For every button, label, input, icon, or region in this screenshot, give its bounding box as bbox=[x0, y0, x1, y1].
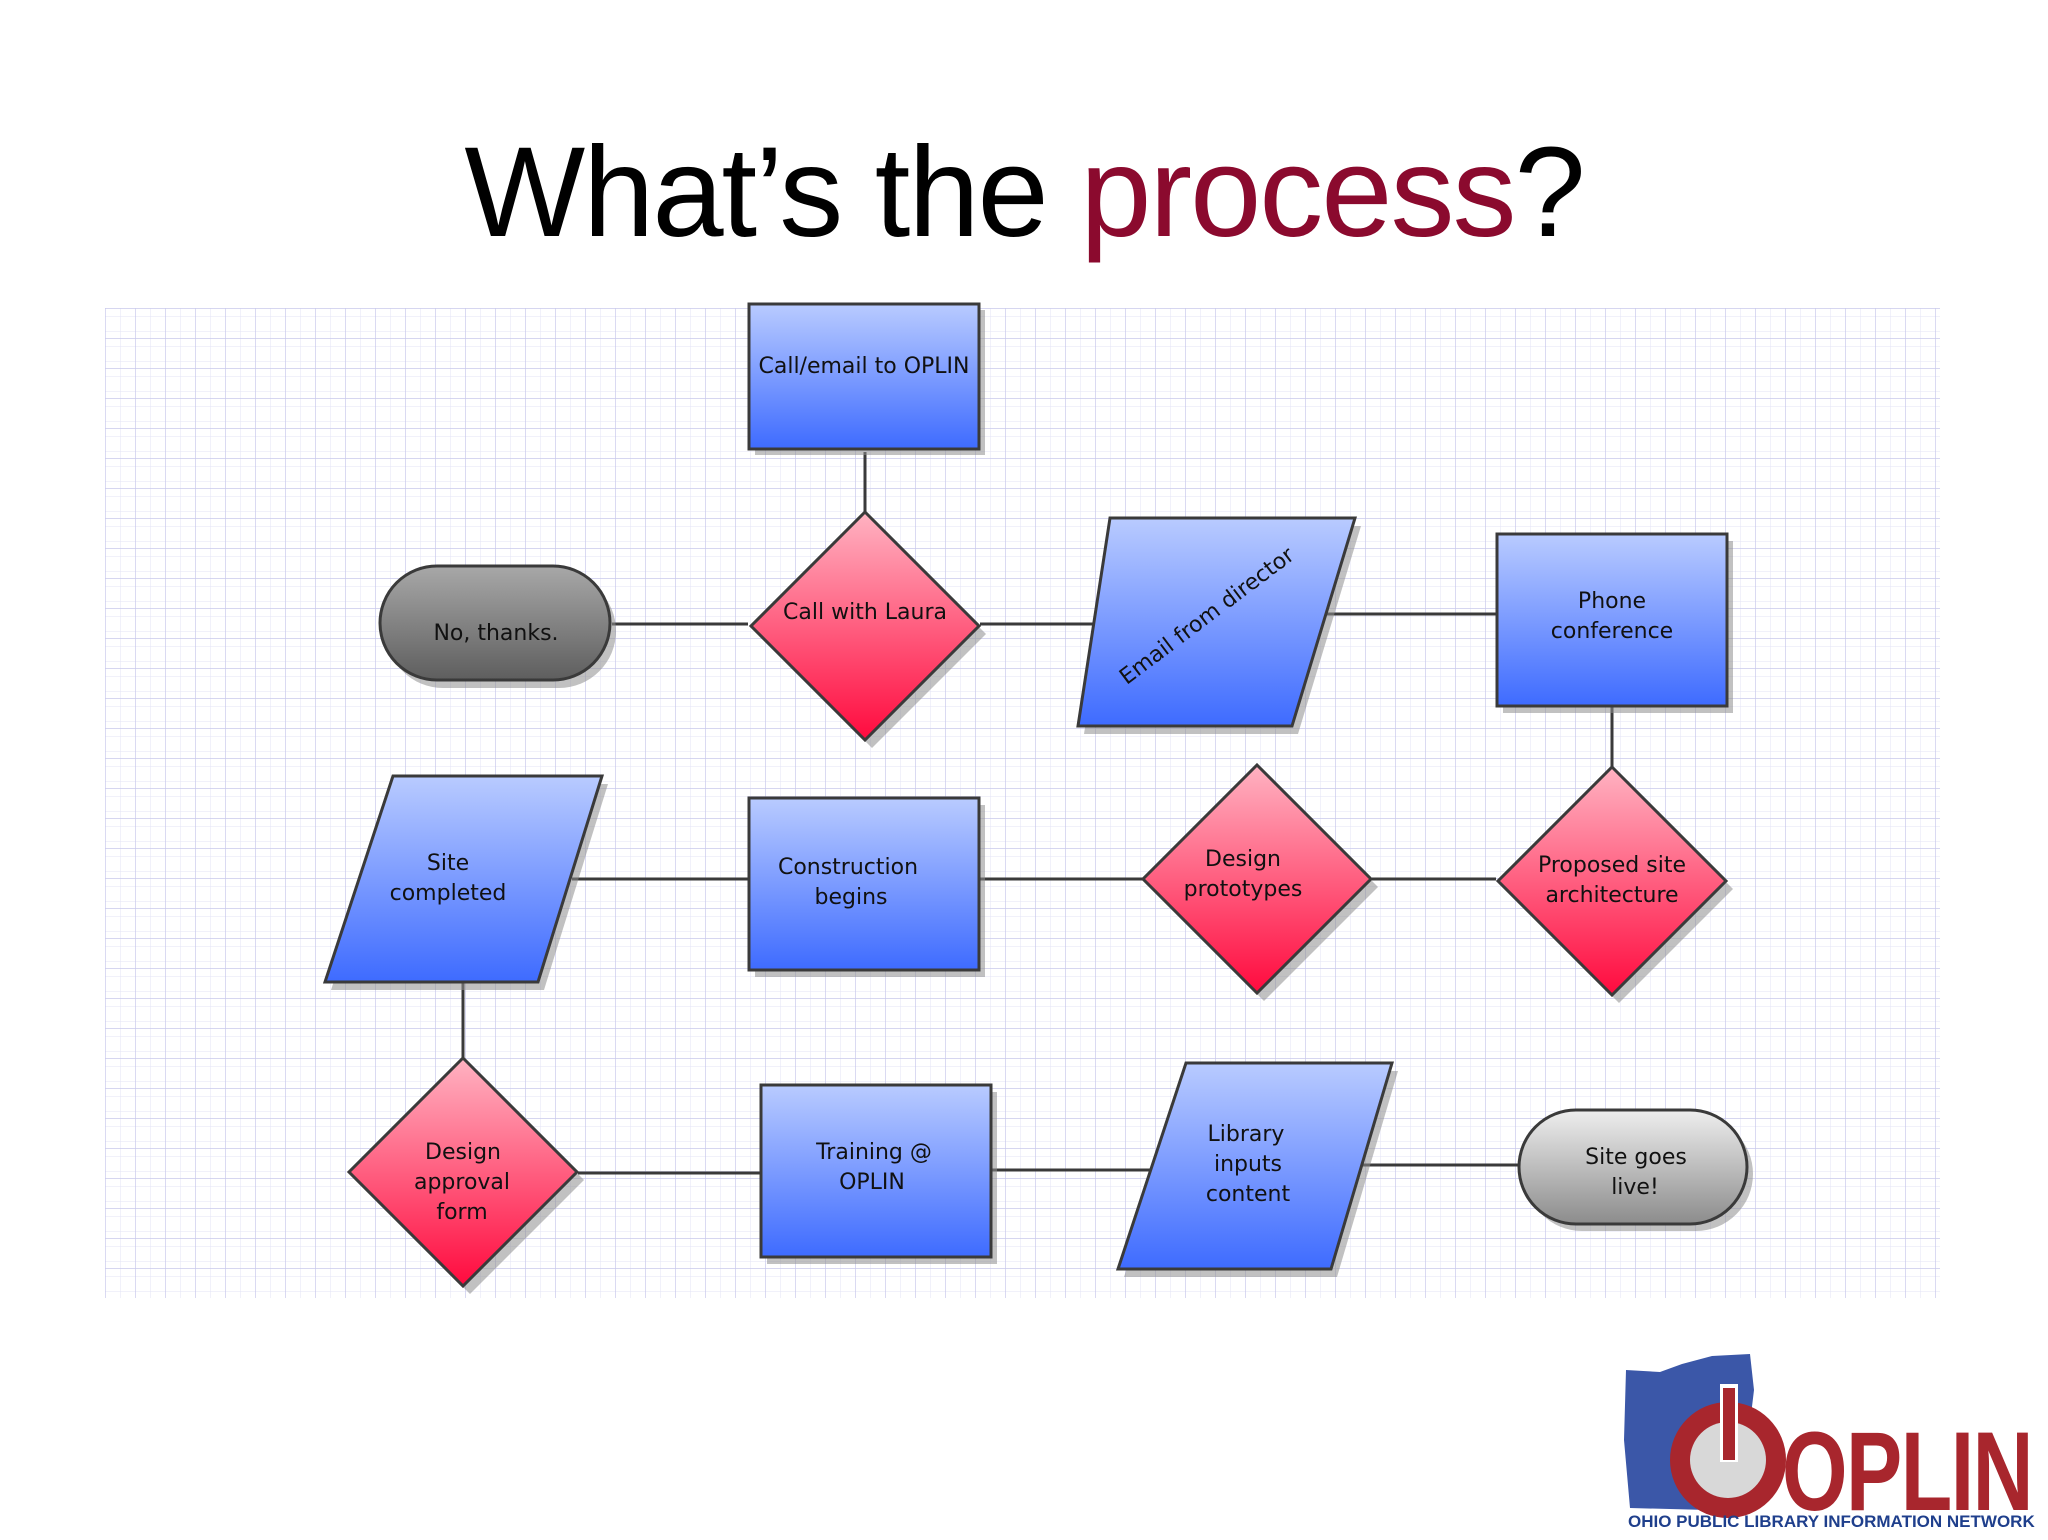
label-training-1: Training @ bbox=[815, 1140, 932, 1165]
node-phone-conference: Phone conference bbox=[1495, 532, 1733, 713]
label-proposed-architecture-1: Proposed site bbox=[1538, 853, 1686, 878]
node-call-email: Call/email to OPLIN bbox=[747, 302, 985, 455]
label-site-completed-2: completed bbox=[390, 881, 507, 906]
node-library-inputs: Library inputs content bbox=[1115, 1061, 1398, 1277]
label-training-2: OPLIN bbox=[839, 1170, 905, 1195]
label-construction-begins-2: begins bbox=[815, 885, 888, 910]
oplin-logo: OPLIN bbox=[1620, 1350, 2040, 1535]
label-design-prototypes-2: prototypes bbox=[1184, 877, 1303, 902]
node-training: Training @ OPLIN bbox=[759, 1083, 997, 1264]
label-library-inputs-1: Library bbox=[1208, 1122, 1285, 1147]
label-call-email: Call/email to OPLIN bbox=[758, 354, 969, 379]
node-site-live: Site goes live! bbox=[1517, 1108, 1753, 1231]
node-construction-begins: Construction begins bbox=[747, 796, 985, 977]
label-phone-conference-2: conference bbox=[1551, 619, 1673, 644]
label-phone-conference-1: Phone bbox=[1578, 589, 1646, 614]
title-accent: process bbox=[1080, 121, 1516, 264]
node-design-prototypes: Design prototypes bbox=[1140, 762, 1378, 1001]
label-site-live-2: live! bbox=[1611, 1175, 1659, 1200]
label-library-inputs-3: content bbox=[1206, 1182, 1291, 1207]
label-design-approval-1: Design bbox=[425, 1140, 501, 1165]
node-no-thanks: No, thanks. bbox=[378, 564, 616, 688]
label-library-inputs-2: inputs bbox=[1214, 1152, 1282, 1177]
label-no-thanks: No, thanks. bbox=[433, 621, 558, 646]
label-call-laura: Call with Laura bbox=[783, 600, 947, 625]
logo-tagline: OHIO PUBLIC LIBRARY INFORMATION NETWORK bbox=[1628, 1512, 2035, 1531]
slide-title: What’s the process? bbox=[0, 118, 2048, 268]
connector-lines bbox=[461, 452, 1614, 1175]
node-call-laura: Call with Laura bbox=[748, 509, 986, 748]
node-site-completed: Site completed bbox=[322, 774, 608, 990]
label-design-approval-3: form bbox=[436, 1200, 487, 1225]
logo-wordmark: OPLIN bbox=[1782, 1409, 2032, 1534]
node-proposed-architecture: Proposed site architecture bbox=[1495, 764, 1733, 1003]
label-design-approval-2: approval bbox=[414, 1170, 510, 1195]
title-suffix: ? bbox=[1514, 121, 1585, 264]
label-site-completed-1: Site bbox=[427, 851, 469, 876]
label-site-live-1: Site goes bbox=[1585, 1145, 1687, 1170]
node-email-director: Email from director bbox=[1076, 516, 1361, 734]
label-construction-begins-1: Construction bbox=[778, 855, 918, 880]
node-design-approval: Design approval form bbox=[346, 1055, 584, 1294]
label-design-prototypes-1: Design bbox=[1205, 847, 1281, 872]
label-proposed-architecture-2: architecture bbox=[1545, 883, 1678, 908]
title-prefix: What’s the bbox=[464, 121, 1081, 264]
